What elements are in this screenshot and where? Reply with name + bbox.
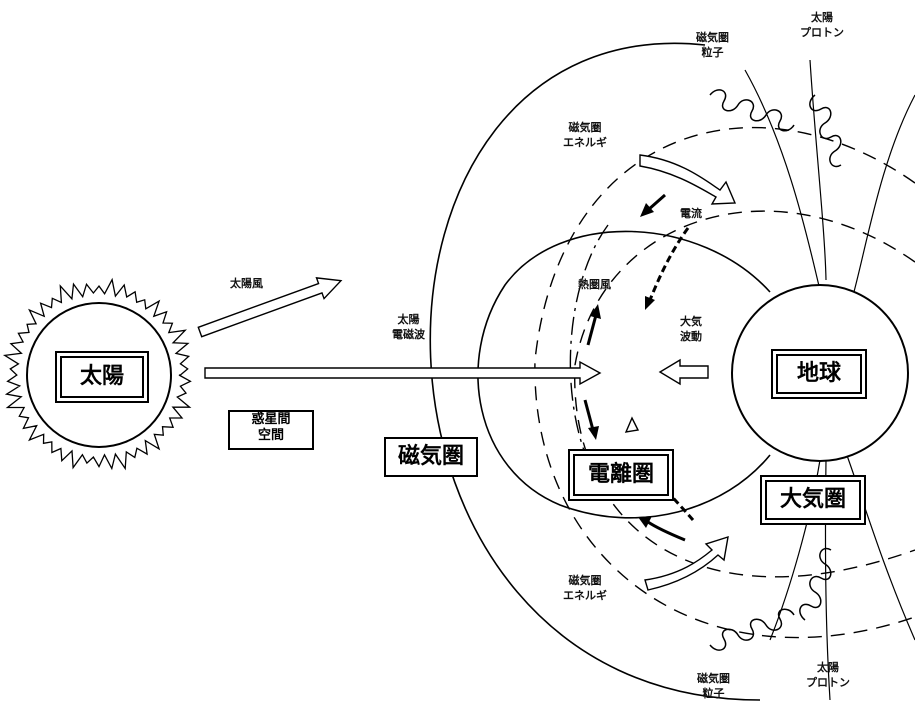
current-arrowhead-open bbox=[626, 418, 638, 432]
thermo-arrowhead-up bbox=[590, 304, 601, 319]
mag-energy-top-arrow bbox=[640, 155, 735, 204]
solar-em-line1: 太陽 bbox=[392, 312, 425, 327]
atmos-wave-label: 大気 波動 bbox=[680, 314, 702, 344]
particle-helix-top-1 bbox=[710, 90, 794, 131]
solar-proton-top-line2: プロトン bbox=[800, 25, 844, 40]
mag-energy-top-line1: 磁気圏 bbox=[563, 120, 607, 135]
field-line-3 bbox=[810, 60, 826, 280]
thermospheric-wind-label: 熱圏風 bbox=[578, 277, 611, 292]
mag-energy-top-line2: エネルギ bbox=[563, 135, 607, 150]
mag-energy-bottom-line2: エネルギ bbox=[563, 588, 607, 603]
atmos-wave-arrow bbox=[660, 360, 708, 384]
particle-helix-bottom-1 bbox=[710, 609, 794, 650]
atmosphere-label-box: 大気圏 bbox=[765, 480, 861, 520]
interplanetary-space-box: 惑星間 空間 bbox=[228, 410, 314, 450]
mag-energy-bottom-label: 磁気圏 エネルギ bbox=[563, 573, 607, 603]
solar-em-arrow bbox=[205, 362, 600, 384]
solar-em-label: 太陽 電磁波 bbox=[392, 312, 425, 342]
atmos-wave-line1: 大気 bbox=[680, 314, 702, 329]
particle-helix-top-2 bbox=[810, 95, 841, 166]
solar-proton-top-line1: 太陽 bbox=[800, 10, 844, 25]
solar-proton-bottom-label: 太陽 プロトン bbox=[806, 660, 850, 690]
mag-energy-top-label: 磁気圏 エネルギ bbox=[563, 120, 607, 150]
mag-particle-bottom-line1: 磁気圏 bbox=[697, 671, 730, 686]
current-dashed-down bbox=[650, 228, 688, 300]
ionosphere-label-box: 電離圏 bbox=[573, 454, 669, 496]
mag-energy-bottom-line1: 磁気圏 bbox=[563, 573, 607, 588]
current-arrowhead-down bbox=[645, 296, 655, 310]
solar-wind-arrow bbox=[196, 270, 344, 342]
mag-particle-bottom-label: 磁気圏 粒子 bbox=[697, 671, 730, 701]
solar-proton-bottom-line1: 太陽 bbox=[806, 660, 850, 675]
mag-particle-top-line2: 粒子 bbox=[696, 45, 729, 60]
mag-energy-bottom-arrow bbox=[645, 537, 728, 590]
mag-particle-top-line1: 磁気圏 bbox=[696, 30, 729, 45]
current-arrow-bottom bbox=[648, 522, 685, 540]
interplanetary-line2: 空間 bbox=[230, 428, 312, 444]
atmos-wave-line2: 波動 bbox=[680, 329, 702, 344]
solar-proton-top-label: 太陽 プロトン bbox=[800, 10, 844, 40]
earth-label-box: 地球 bbox=[776, 354, 862, 394]
magnetosphere-label-box: 磁気圏 bbox=[384, 437, 478, 477]
current-arrow-top bbox=[648, 195, 665, 210]
mag-particle-top-label: 磁気圏 粒子 bbox=[696, 30, 729, 60]
solar-proton-bottom-line2: プロトン bbox=[806, 675, 850, 690]
interplanetary-line1: 惑星間 bbox=[230, 412, 312, 428]
solar-wind-label: 太陽風 bbox=[230, 276, 263, 291]
field-line-2 bbox=[745, 70, 820, 290]
thermo-arrow-down bbox=[585, 400, 593, 430]
field-line-6 bbox=[845, 450, 915, 640]
mag-particle-bottom-line2: 粒子 bbox=[697, 686, 730, 701]
current-label: 電流 bbox=[680, 206, 702, 221]
solar-em-line2: 電磁波 bbox=[392, 327, 425, 342]
thermo-arrowhead-down bbox=[588, 426, 599, 440]
sun-label-box: 太陽 bbox=[60, 356, 144, 398]
